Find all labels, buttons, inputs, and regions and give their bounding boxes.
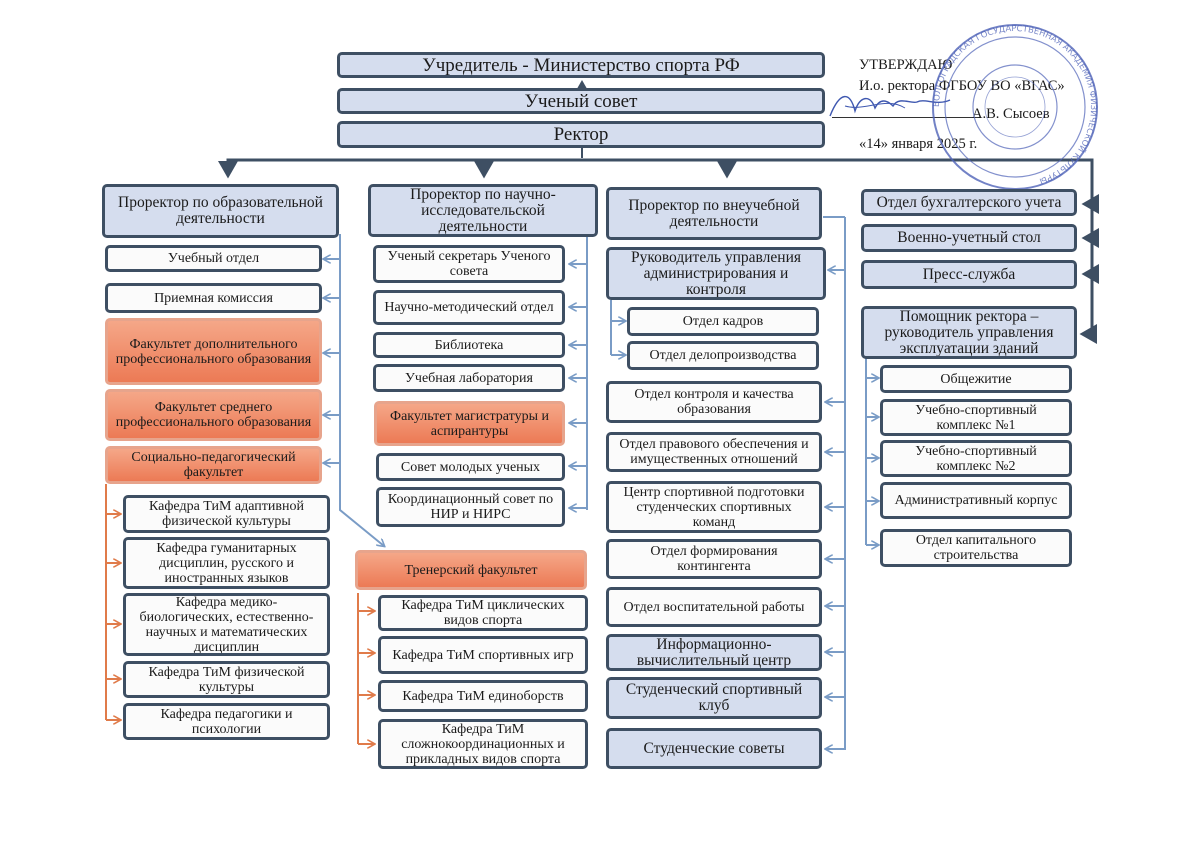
official-seal: ВОЛГОГРАДСКАЯ ГОСУДАРСТВЕННАЯ АКАДЕМИЯ Ф… <box>932 24 1098 190</box>
approval-position: И.о. ректора ФГБОУ ВО «ВГАС» <box>859 78 1065 94</box>
teaching-lab: Учебная лаборатория <box>373 364 565 392</box>
svg-text:ВОЛГОГРАДСКАЯ ГОСУДАРСТВЕННАЯ: ВОЛГОГРАДСКАЯ ГОСУДАРСТВЕННАЯ АКАДЕМИЯ Ф… <box>932 24 1098 186</box>
dept-games: Кафедра ТиМ спортивных игр <box>378 636 588 674</box>
young-scientists-council: Совет молодых ученых <box>376 453 565 481</box>
dept-adaptive: Кафедра ТиМ адаптивной физической культу… <box>123 495 330 533</box>
seal-text: ВОЛГОГРАДСКАЯ ГОСУДАРСТВЕННАЯ АКАДЕМИЯ Ф… <box>932 24 1098 186</box>
capital-construction: Отдел капитального строительства <box>880 529 1072 567</box>
computing-center: Информационно-вычислительный центр <box>606 634 822 671</box>
approval-title: УТВЕРЖДАЮ <box>859 57 953 73</box>
contingent-department: Отдел формирования контингента <box>606 539 822 579</box>
rector-box: Ректор <box>337 121 825 148</box>
student-councils: Студенческие советы <box>606 728 822 769</box>
methodical-department: Научно-методический отдел <box>373 290 565 325</box>
founder-box: Учредитель - Министерство спорта РФ <box>337 52 825 78</box>
administrative-building: Административный корпус <box>880 482 1072 519</box>
dept-complex: Кафедра ТиМ сложнокоординационных и прик… <box>378 719 588 769</box>
to-coach-faculty <box>339 463 384 546</box>
admin-control-head: Руководитель управления администрировани… <box>606 247 826 300</box>
coordination-council: Координационный совет по НИР и НИРС <box>376 487 565 527</box>
admission-committee: Приемная комиссия <box>105 283 322 313</box>
dept-physculture: Кафедра ТиМ физической культуры <box>123 661 330 698</box>
dormitory: Общежитие <box>880 365 1072 393</box>
records-department: Отдел делопроизводства <box>627 341 819 370</box>
faculty-secondary-education: Факультет среднего профессионального обр… <box>105 389 322 441</box>
rector-assistant: Помощник ректора – руководитель управлен… <box>861 306 1077 359</box>
military-registration: Военно-учетный стол <box>861 224 1077 252</box>
hr-department: Отдел кадров <box>627 307 819 336</box>
press-service: Пресс-служба <box>861 260 1077 289</box>
library: Библиотека <box>373 332 565 358</box>
social-pedagogical-faculty: Социально-педагогический факультет <box>105 446 322 484</box>
prorector-education: Проректор по образовательной деятельност… <box>102 184 339 238</box>
faculty-additional-education: Факультет дополнительного профессиональн… <box>105 318 322 385</box>
student-sports-club: Студенческий спортивный клуб <box>606 677 822 719</box>
legal-department: Отдел правового обеспечения и имуществен… <box>606 432 822 472</box>
council-box: Ученый совет <box>337 88 825 114</box>
faculty-masters: Факультет магистратуры и аспирантуры <box>374 401 565 446</box>
education-work-department: Отдел воспитательной работы <box>606 587 822 627</box>
coach-faculty: Тренерский факультет <box>355 550 587 590</box>
approval-date: «14» января 2025 г. <box>859 136 978 152</box>
sports-training-center: Центр спортивной подготовки студенческих… <box>606 481 822 533</box>
prorector-research: Проректор по научно-исследовательской де… <box>368 184 598 237</box>
prorector-extracurricular: Проректор по внеучебной деятельности <box>606 187 822 240</box>
academic-secretary: Ученый секретарь Ученого совета <box>373 245 565 283</box>
study-department: Учебный отдел <box>105 245 322 272</box>
dept-medbio: Кафедра медико-биологических, естественн… <box>123 593 330 656</box>
signature-line <box>832 109 980 118</box>
dept-pedagogy: Кафедра педагогики и психологии <box>123 703 330 740</box>
quality-control: Отдел контроля и качества образования <box>606 381 822 423</box>
signature-scribble <box>829 95 951 117</box>
accounting-department: Отдел бухгалтерского учета <box>861 189 1077 216</box>
sports-complex-1: Учебно-спортивный комплекс №1 <box>880 399 1072 436</box>
approval-name: А.В. Сысоев <box>972 106 1050 122</box>
sports-complex-2: Учебно-спортивный комплекс №2 <box>880 440 1072 477</box>
dept-martial: Кафедра ТиМ единоборств <box>378 680 588 712</box>
dept-cyclic: Кафедра ТиМ циклических видов спорта <box>378 595 588 631</box>
dept-humanities: Кафедра гуманитарных дисциплин, русского… <box>123 537 330 589</box>
